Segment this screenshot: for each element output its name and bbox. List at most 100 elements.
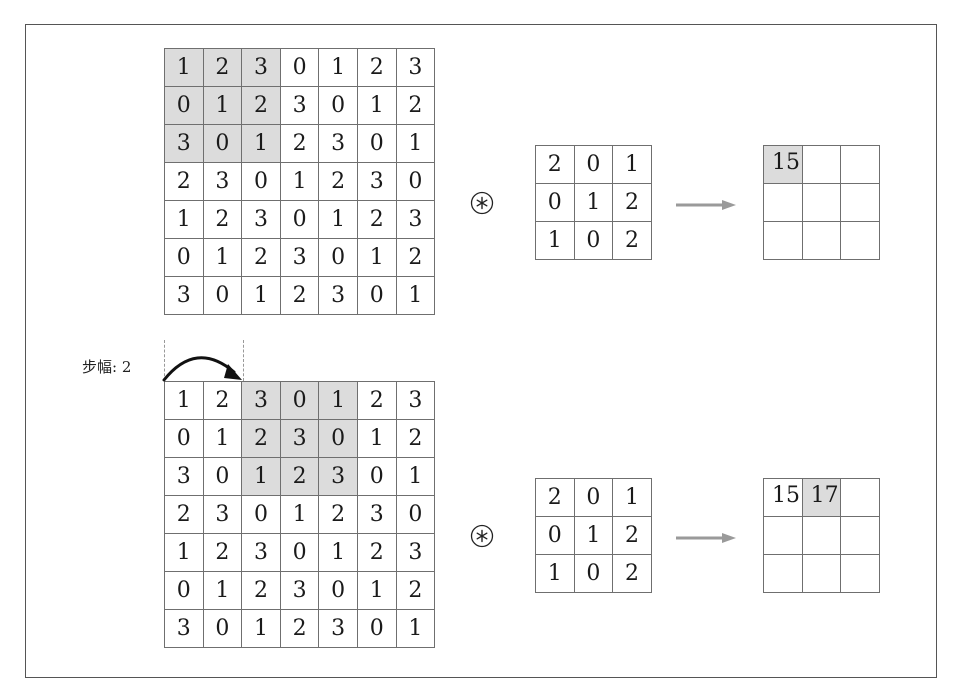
input-cell: 0 [241,162,281,201]
input-cell: 2 [241,238,281,277]
input-cell: 1 [241,124,281,163]
input-cell: 3 [164,609,204,648]
output-cell: 17 [801,478,842,517]
input-cell: 1 [164,48,204,87]
input-cell: 3 [395,48,436,87]
input-cell: 3 [202,495,243,534]
input-cell: 1 [318,48,358,87]
kernel-cell: 2 [612,221,652,260]
output-cell [763,554,803,593]
output-cell [801,145,842,184]
kernel-cell: 0 [573,221,614,260]
input-cell: 0 [395,495,436,534]
input-cell: 2 [395,571,436,610]
input-cell: 0 [279,200,320,239]
input-cell: 3 [318,276,358,315]
output-row [763,183,880,222]
input-cell: 1 [164,533,204,572]
kernel-cell: 2 [612,183,652,222]
input-cell: 0 [202,276,243,315]
input-cell: 3 [241,48,281,87]
input-cell: 3 [318,609,358,648]
input-cell: 3 [395,381,436,420]
input-cell: 2 [356,48,397,87]
input-cell: 0 [164,238,204,277]
input-cell: 2 [202,533,243,572]
input-cell: 2 [279,276,320,315]
input-cell: 2 [202,381,243,420]
kernel-cell: 2 [535,478,575,517]
input-cell: 1 [241,457,281,496]
output-cell [801,221,842,260]
input-cell: 3 [318,124,358,163]
input-cell: 0 [318,86,358,125]
input-cell: 1 [279,495,320,534]
input-cell: 2 [279,609,320,648]
input-cell: 1 [356,238,397,277]
input-cell: 1 [202,419,243,458]
input-cell: 0 [279,533,320,572]
input-cell: 3 [241,533,281,572]
arrow-right-icon [676,200,736,210]
kernel-cell: 2 [612,554,652,593]
input-cell: 0 [356,124,397,163]
input-cell: 1 [202,86,243,125]
input-cell: 1 [318,200,358,239]
kernel-cell: 1 [573,183,614,222]
input-cell: 1 [202,238,243,277]
input-cell: 2 [318,162,358,201]
output-cell: 15 [763,478,803,517]
kernel-cell: 1 [573,516,614,555]
input-cell: 2 [356,200,397,239]
input-cell: 0 [318,238,358,277]
input-cell: 1 [164,381,204,420]
output-row [763,221,880,260]
output-cell [763,221,803,260]
output-cell [801,554,842,593]
input-cell: 2 [356,381,397,420]
input-cell: 0 [241,495,281,534]
output-row [763,554,880,593]
kernel-cell: 2 [535,145,575,184]
output-cell [840,478,880,517]
input-cell: 2 [164,495,204,534]
input-cell: 1 [395,276,436,315]
input-cell: 2 [241,419,281,458]
output-cell [840,145,880,184]
input-cell: 0 [395,162,436,201]
input-cell: 0 [279,381,320,420]
output-cell [840,183,880,222]
arrow-right-icon [676,533,736,543]
input-cell: 1 [318,533,358,572]
input-cell: 0 [356,276,397,315]
stride-guide-line [164,340,165,381]
input-cell: 2 [279,457,320,496]
output-cell [840,554,880,593]
input-cell: 2 [356,533,397,572]
input-cell: 3 [279,86,320,125]
kernel-cell: 0 [535,516,575,555]
input-cell: 3 [356,162,397,201]
input-cell: 0 [164,571,204,610]
kernel-cell: 2 [612,516,652,555]
output-cell [763,516,803,555]
input-cell: 0 [356,457,397,496]
input-cell: 1 [395,609,436,648]
input-cell: 2 [202,48,243,87]
input-cell: 0 [279,48,320,87]
input-cell: 2 [395,238,436,277]
kernel-cell: 1 [535,221,575,260]
